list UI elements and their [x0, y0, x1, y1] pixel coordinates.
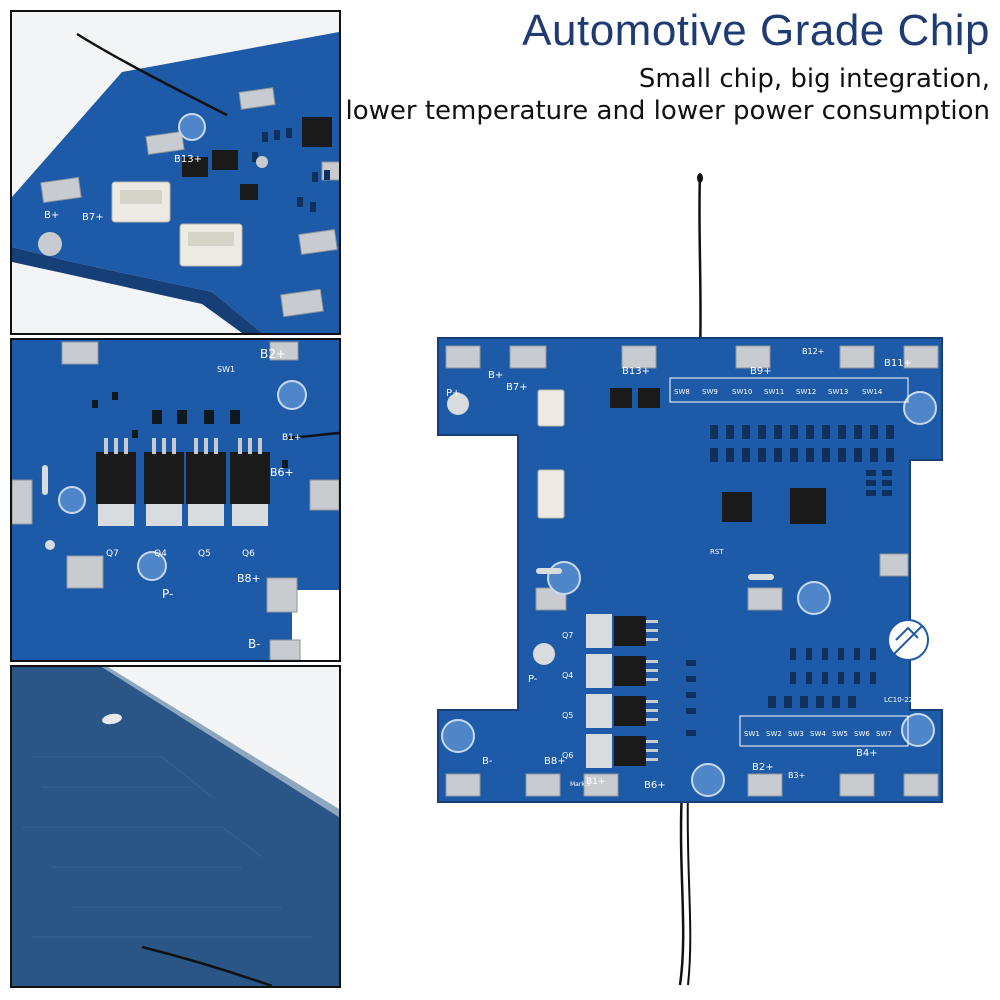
solder-pads: [445, 345, 939, 797]
label-rst: RST: [710, 548, 724, 556]
thermistor-wire-bottom: [678, 789, 685, 986]
label-p-plus: P+: [446, 388, 460, 399]
subtitle-line-1: Small chip, big integration,: [638, 64, 990, 94]
label-sw13: SW13: [828, 388, 848, 396]
pcb-board: [437, 337, 943, 803]
label-b6: B6+: [270, 466, 294, 479]
label-sw1: SW1: [217, 365, 235, 374]
label-b8: B8+: [237, 572, 261, 585]
backside-closeup: [12, 667, 339, 986]
label-b12: B12+: [802, 347, 824, 356]
white-connector: [111, 181, 243, 267]
connectors-closeup: B13+ B7+ B+: [12, 12, 339, 333]
label-q7: Q7: [562, 631, 573, 640]
label-b-minus: B-: [482, 756, 493, 767]
label-sw2: SW2: [766, 730, 782, 738]
label-q7: Q7: [106, 549, 119, 559]
label-b8: B8+: [544, 756, 566, 767]
label-mark: Mark 3: [570, 781, 591, 788]
label-b-plus: B+: [44, 210, 59, 221]
label-q5: Q5: [562, 711, 573, 720]
label-sw9: SW9: [702, 388, 718, 396]
label-b1: B1+: [282, 433, 301, 443]
label-sw8: SW8: [674, 388, 690, 396]
mcu-chip: [790, 488, 826, 524]
label-b7: B7+: [506, 382, 528, 393]
label-sw14: SW14: [862, 388, 883, 396]
thermistor-wire-top: [698, 174, 702, 356]
mosfet-array: [586, 614, 658, 768]
label-sw11: SW11: [764, 388, 784, 396]
headline: Automotive Grade Chip: [522, 6, 990, 55]
label-q5: Q5: [198, 549, 211, 559]
bms-board: B+ B7+ B13+ B9+ B12+ B11+ P+ P- B- B8+ B…: [437, 173, 943, 986]
detail-photo-backside: [10, 665, 341, 988]
thermistor-wire: [76, 32, 228, 117]
label-b13: B13+: [622, 366, 650, 377]
label-b3: B3+: [788, 771, 805, 780]
label-sw6: SW6: [854, 730, 870, 738]
label-b2: B2+: [260, 347, 286, 361]
label-p-minus: P-: [528, 674, 538, 685]
mosfet-chip: [182, 157, 208, 177]
mosfets-closeup: B2+ B6+ B8+ B1+ P- B- Q7 Q4 Q5 Q6 SW1: [12, 340, 339, 660]
thermistor-wire: [287, 431, 339, 440]
white-connector: [537, 389, 565, 519]
thermistor-wire: [141, 945, 273, 986]
ic-chip: [722, 492, 752, 522]
mosfet-chip: [610, 388, 632, 408]
label-sw12: SW12: [796, 388, 816, 396]
label-sw10: SW10: [732, 388, 752, 396]
label-b-plus: B+: [488, 370, 503, 381]
label-b13: B13+: [174, 154, 202, 165]
label-sw5: SW5: [832, 730, 848, 738]
main-board-photo: B+ B7+ B13+ B9+ B12+ B11+ P+ P- B- B8+ B…: [410, 170, 980, 990]
mosfet-array: [96, 438, 270, 526]
label-sw7: SW7: [876, 730, 892, 738]
detail-photo-mosfets: B2+ B6+ B8+ B1+ P- B- Q7 Q4 Q5 Q6 SW1: [10, 338, 341, 662]
smd-components: [686, 425, 894, 736]
label-sw1: SW1: [744, 730, 760, 738]
label-b2: B2+: [752, 762, 774, 773]
label-b7: B7+: [82, 212, 104, 223]
label-q4: Q4: [562, 671, 573, 680]
label-b-minus: B-: [248, 637, 261, 651]
label-b1: B1+: [586, 777, 605, 787]
detail-photo-connectors: B13+ B7+ B+: [10, 10, 341, 335]
label-b11: B11+: [884, 358, 912, 369]
subtitle-line-2: lower temperature and lower power consum…: [345, 96, 990, 126]
label-p-minus: P-: [162, 587, 173, 601]
label-b4: B4+: [856, 748, 878, 759]
solder-pad: [40, 176, 82, 204]
label-q6: Q6: [242, 549, 255, 559]
label-b9: B9+: [750, 366, 772, 377]
label-q4: Q4: [154, 549, 167, 559]
label-q6: Q6: [562, 751, 573, 760]
label-sw4: SW4: [810, 730, 826, 738]
label-b6: B6+: [644, 780, 666, 791]
label-model: LC10-220: [884, 696, 918, 704]
label-sw3: SW3: [788, 730, 804, 738]
